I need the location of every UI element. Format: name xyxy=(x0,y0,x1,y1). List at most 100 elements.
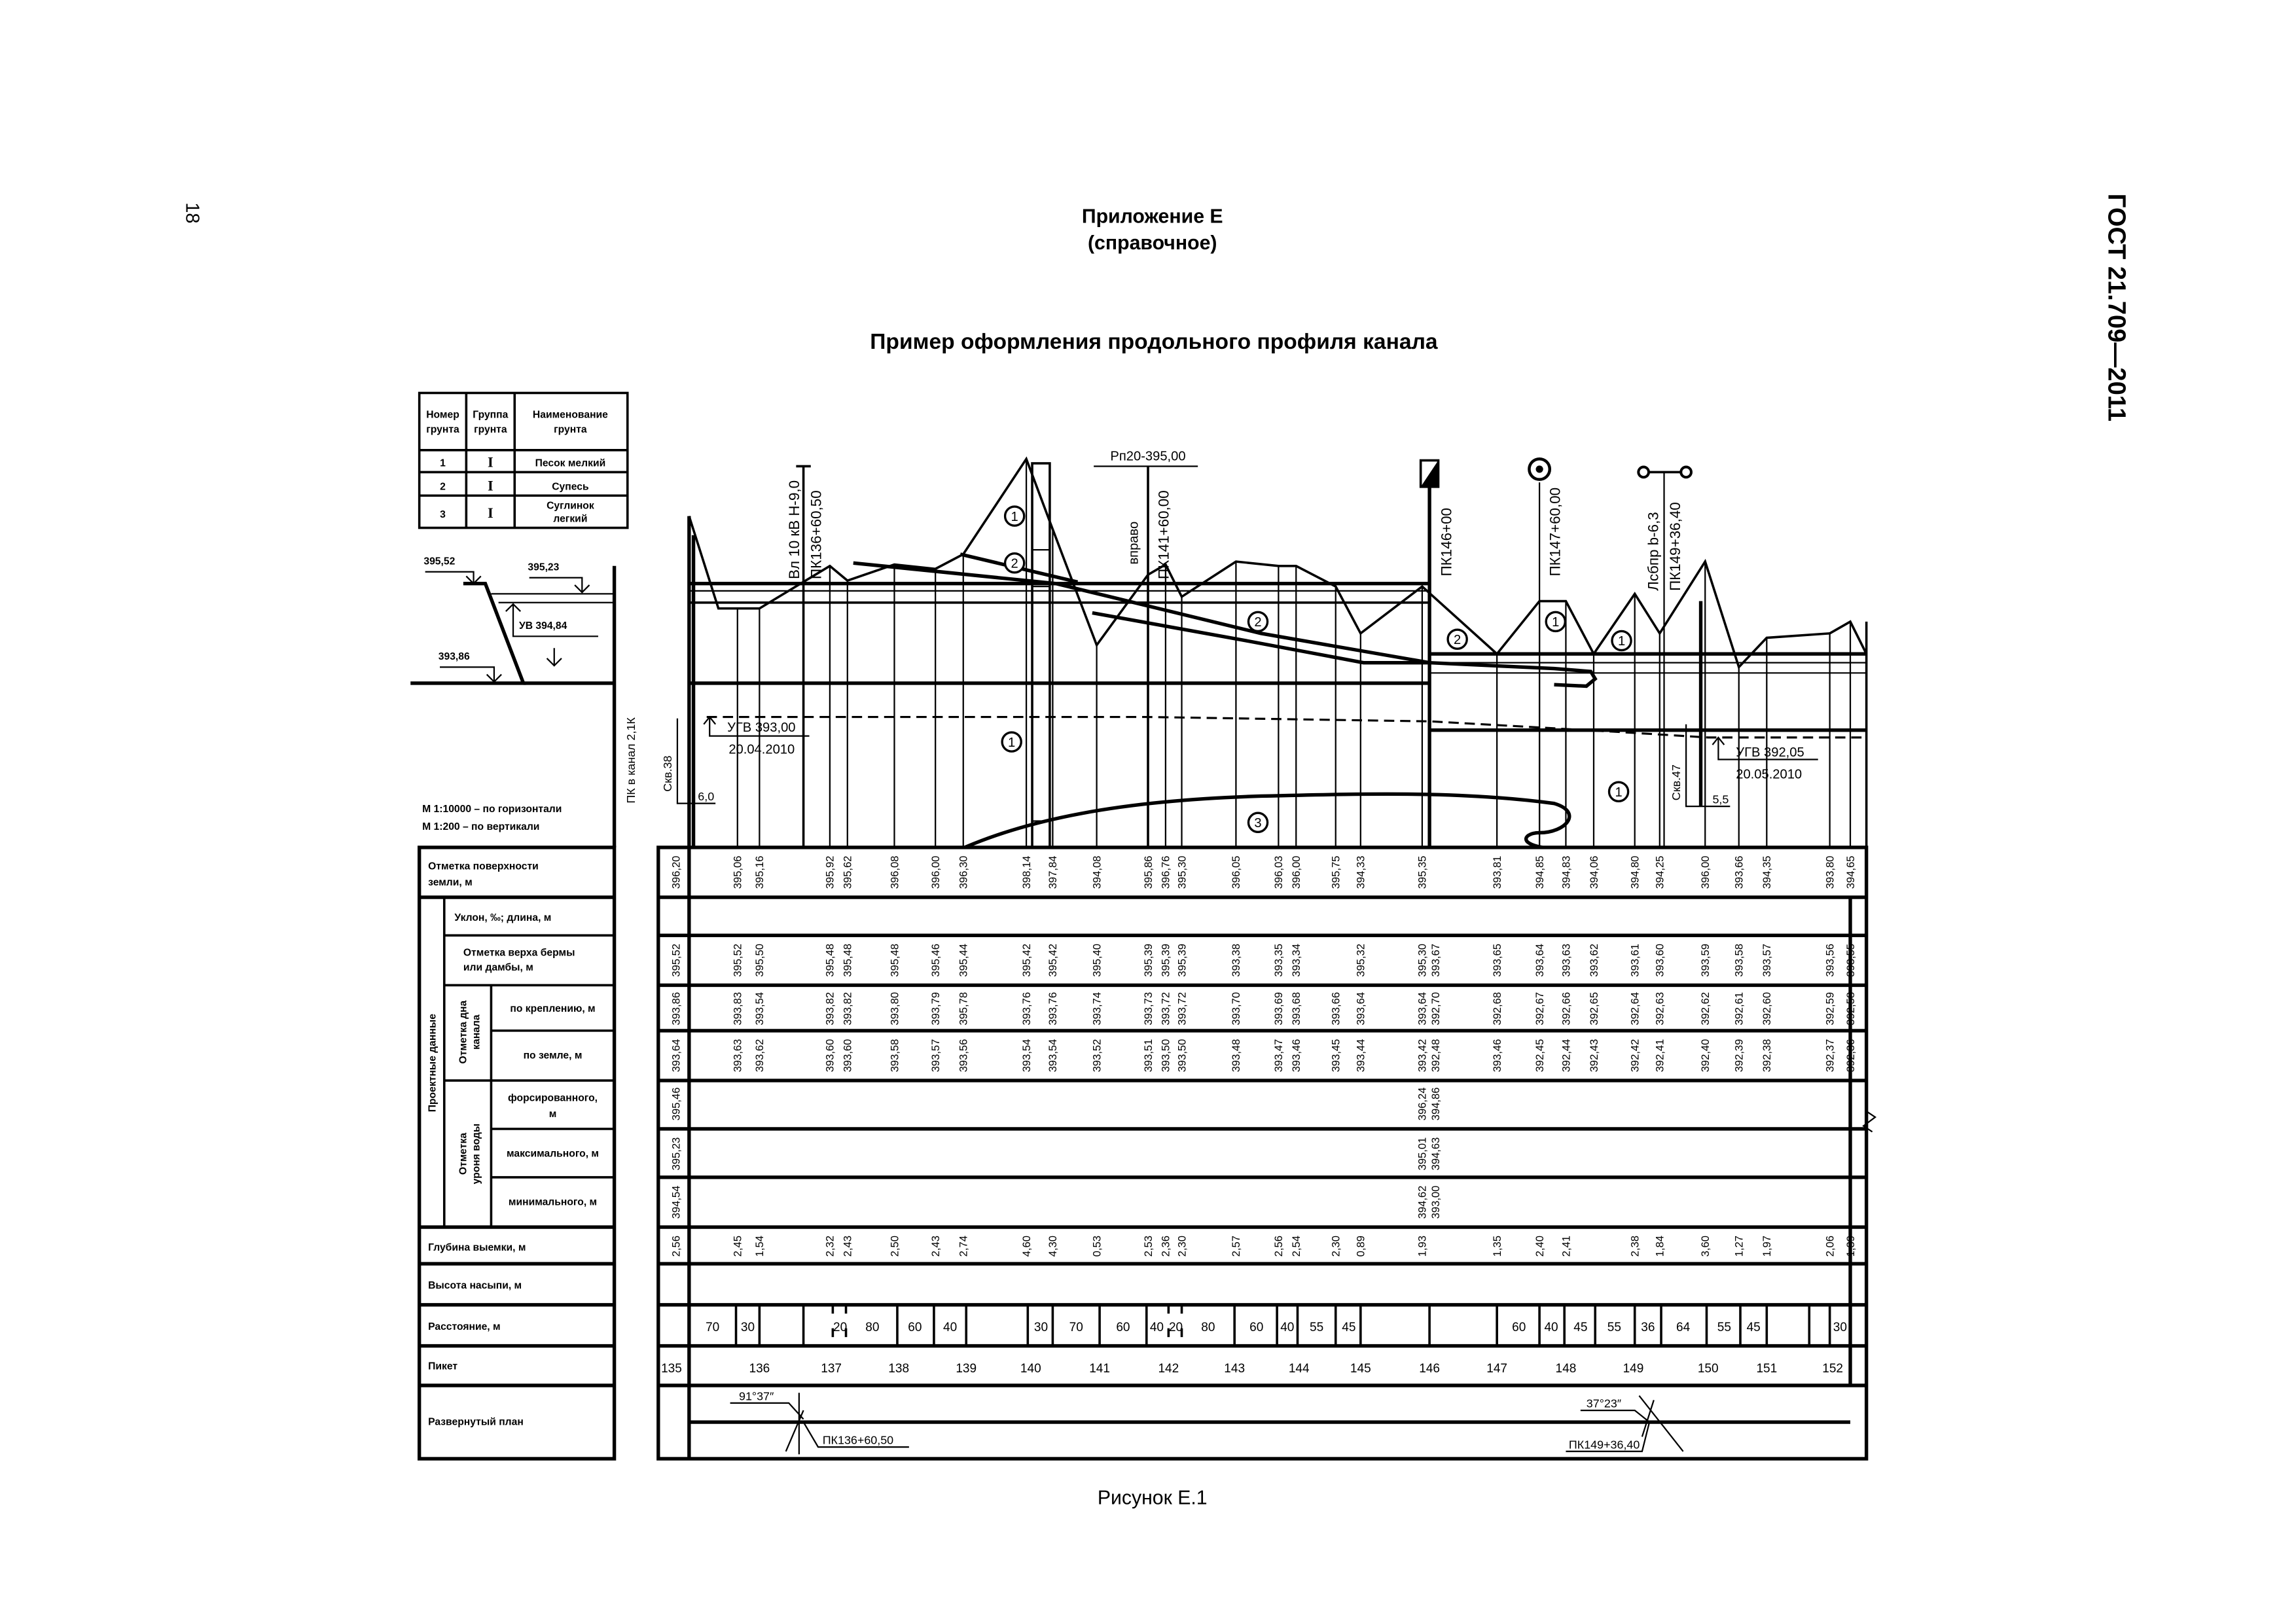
cell-berm: 395,30 xyxy=(1416,944,1429,977)
soil-marker-number: 2 xyxy=(1254,615,1261,630)
cell-bottom-ground: 392,41 xyxy=(1654,1039,1666,1073)
row-label-bottom-lining: по креплению, м xyxy=(510,1003,595,1014)
cell-berm: 395,42 xyxy=(1020,944,1033,977)
cell-cut-depth: 1,54 xyxy=(753,1236,766,1257)
cell-surface: 394,25 xyxy=(1654,856,1666,889)
distance-value: 20 xyxy=(833,1321,847,1334)
cell-berm: 393,38 xyxy=(1230,944,1242,977)
cell-surface: 398,14 xyxy=(1020,856,1033,889)
cell-surface: 393,81 xyxy=(1491,856,1503,889)
cell-bottom-lining: 393,82 xyxy=(842,992,854,1026)
cell-berm: 395,42 xyxy=(1047,944,1059,977)
cell-berm: 393,35 xyxy=(1272,944,1285,977)
cell-berm: 395,44 xyxy=(958,944,970,977)
borehole-left-name: Скв.38 xyxy=(661,756,674,792)
legend-header-number: грунта xyxy=(426,424,459,435)
cell-berm: 393,56 xyxy=(1823,944,1836,977)
cell-water-max: 395,23 xyxy=(670,1137,683,1171)
row-label-surface: земли, м xyxy=(428,877,473,888)
cell-bottom-ground: 393,44 xyxy=(1355,1039,1367,1073)
legend-header-group: Группа xyxy=(473,410,508,421)
cell-surface: 395,35 xyxy=(1416,856,1429,889)
power-line-label: Вл 10 кВ Н-9,0 xyxy=(786,480,802,579)
distance-value: 55 xyxy=(1310,1321,1323,1334)
soil-number-marker: 2 xyxy=(1247,611,1269,633)
picket-number: 135 xyxy=(661,1362,682,1376)
row-label-cut-depth: Глубина выемки, м xyxy=(428,1242,526,1253)
cell-bottom-ground: 392,42 xyxy=(1629,1039,1641,1073)
groundwater-date-left: 20.04.2010 xyxy=(728,743,795,757)
row-label-slope: Уклон, ‰; длина, м xyxy=(454,912,551,923)
picket-number: 137 xyxy=(821,1362,842,1376)
soil-number-marker: 1 xyxy=(1001,731,1022,753)
cell-bottom-ground: 392,43 xyxy=(1588,1039,1600,1073)
cell-berm: 393,65 xyxy=(1491,944,1503,977)
circle-icon xyxy=(1446,628,1468,651)
cell-bottom-lining: 392,61 xyxy=(1733,992,1746,1026)
appendix-note: (справочное) xyxy=(1088,232,1217,254)
soil-number-marker: 2 xyxy=(1446,628,1468,651)
cell-cut-depth: 2,06 xyxy=(1823,1236,1836,1257)
picket-number: 142 xyxy=(1158,1362,1179,1376)
picket-number: 149 xyxy=(1623,1362,1644,1376)
legend-header-number: Номер xyxy=(426,410,459,421)
distance-value: 60 xyxy=(1512,1321,1526,1334)
figure-title: Пример оформления продольного профиля ка… xyxy=(870,330,1438,354)
cell-bottom-ground: 393,42 xyxy=(1416,1039,1429,1073)
soil-number-marker: 1 xyxy=(1545,611,1566,633)
cell-berm: 393,62 xyxy=(1588,944,1600,977)
cell-cut-depth: 3,60 xyxy=(1699,1236,1712,1257)
cell-bottom-ground: 392,39 xyxy=(1733,1039,1746,1073)
cell-bottom-lining: 392,58 xyxy=(1844,992,1857,1026)
picket-number: 147 xyxy=(1486,1362,1507,1376)
cell-bottom-lining: 392,63 xyxy=(1654,992,1666,1026)
cell-surface: 395,75 xyxy=(1330,856,1342,889)
cell-cut-depth: 2,43 xyxy=(929,1236,942,1257)
cell-bottom-lining: 393,64 xyxy=(1355,992,1367,1026)
legend-soil-group: I xyxy=(488,505,493,521)
circle-icon xyxy=(1611,630,1632,652)
cell-bottom-lining: 392,59 xyxy=(1823,992,1836,1026)
cell-cut-depth: 2,56 xyxy=(670,1236,683,1257)
cell-surface: 395,06 xyxy=(732,856,744,889)
legend-soil-name: Песок мелкий xyxy=(535,457,606,469)
cell-cut-depth: 2,40 xyxy=(1534,1236,1546,1257)
cell-berm: 393,59 xyxy=(1699,944,1712,977)
cell-cut-depth: 2,41 xyxy=(1560,1236,1572,1257)
groundwater-level-right: УГВ 392,05 xyxy=(1736,745,1804,760)
row-label-water-forced: м xyxy=(549,1109,557,1120)
distance-value: 40 xyxy=(1544,1321,1558,1334)
groundwater-level-left: УГВ 393,00 xyxy=(727,721,795,735)
distance-value: 30 xyxy=(1034,1321,1048,1334)
picket-number: 145 xyxy=(1350,1362,1371,1376)
cell-cut-depth: 2,30 xyxy=(1175,1236,1188,1257)
cell-bottom-ground: 393,62 xyxy=(753,1039,766,1073)
cell-cut-depth: 0,53 xyxy=(1090,1236,1103,1257)
cell-bottom-lining: 395,78 xyxy=(958,992,970,1026)
picket-number: 143 xyxy=(1224,1362,1245,1376)
cell-cut-depth: 1,97 xyxy=(1761,1236,1773,1257)
cell-cut-depth: 0,89 xyxy=(1355,1236,1367,1257)
circle-icon xyxy=(1247,812,1269,834)
circle-icon xyxy=(1247,611,1269,633)
cell-berm: 395,39 xyxy=(1160,944,1172,977)
cell-bottom-ground: 393,56 xyxy=(958,1039,970,1073)
distance-value: 80 xyxy=(865,1321,879,1334)
cell-berm: 395,39 xyxy=(1142,944,1155,977)
picket-number: 139 xyxy=(956,1362,977,1376)
cell-surface: 396,03 xyxy=(1272,856,1285,889)
cell-bottom-ground: 392,44 xyxy=(1560,1039,1572,1073)
cell-surface: 396,20 xyxy=(670,856,683,889)
cell-cut-depth: 2,57 xyxy=(1230,1236,1242,1257)
figure-caption: Рисунок Е.1 xyxy=(1098,1487,1208,1508)
vertical-scale: М 1:200 – по вертикали xyxy=(422,821,539,832)
circle-icon xyxy=(1607,781,1630,802)
picket-number: 151 xyxy=(1756,1362,1777,1376)
cell-berm: 393,61 xyxy=(1629,944,1641,977)
cell-bottom-lining: 393,86 xyxy=(670,992,683,1026)
benchmark-side: вправо xyxy=(1126,522,1141,565)
cell-water-max: 394,63 xyxy=(1429,1137,1442,1171)
cell-berm: 395,32 xyxy=(1355,944,1367,977)
cell-bottom-ground: 392,38 xyxy=(1761,1039,1773,1073)
soil-number-marker: 2 xyxy=(1003,552,1026,574)
